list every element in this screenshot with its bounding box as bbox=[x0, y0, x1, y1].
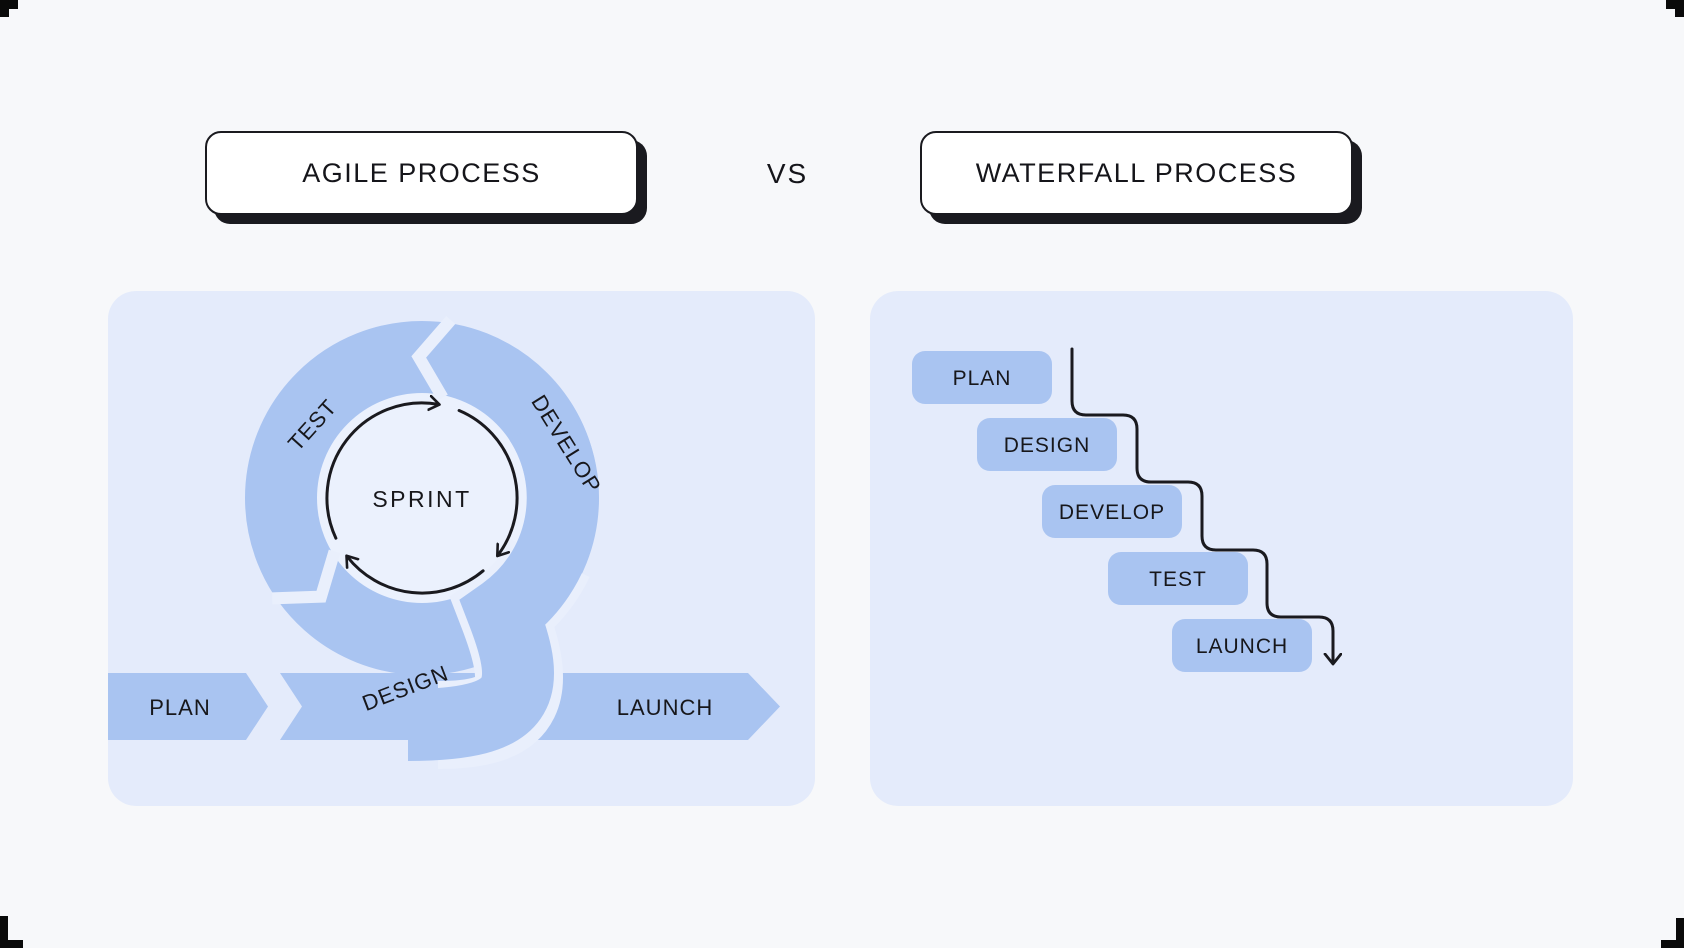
sprint-inner-circle bbox=[316, 392, 528, 604]
waterfall-process-title: WATERFALL PROCESS bbox=[975, 157, 1298, 188]
waterfall-flow-line bbox=[1070, 347, 1333, 663]
waterfall-diagram: PLAN DESIGN DEVELOP TEST LAUNCH bbox=[912, 347, 1573, 672]
agile-process-title: AGILE PROCESS bbox=[302, 157, 541, 188]
waterfall-launch-label: LAUNCH bbox=[1196, 635, 1288, 658]
vs-label: VS bbox=[766, 158, 809, 189]
waterfall-stage-test: TEST bbox=[1108, 552, 1248, 605]
ring-gap-lower-left bbox=[272, 549, 341, 605]
sprint-label: SPRINT bbox=[372, 486, 471, 512]
waterfall-stage-design: DESIGN bbox=[977, 418, 1117, 471]
waterfall-design-label: DESIGN bbox=[1004, 434, 1091, 457]
loop-crossing-arc bbox=[407, 401, 599, 761]
ring-gap-top bbox=[411, 316, 456, 401]
waterfall-stage-plan: PLAN bbox=[912, 351, 1052, 404]
agile-launch-label: LAUNCH bbox=[617, 695, 713, 720]
waterfall-diagram-panel: PLAN DESIGN DEVELOP TEST LAUNCH bbox=[870, 291, 1573, 806]
plan-arrow-band bbox=[108, 673, 268, 740]
waterfall-develop-label: DEVELOP bbox=[1059, 501, 1165, 524]
waterfall-stage-develop: DEVELOP bbox=[1042, 485, 1182, 538]
sprint-cycle-arrows bbox=[325, 403, 519, 595]
sprint-arc-right bbox=[457, 409, 519, 556]
waterfall-process-title-box: WATERFALL PROCESS bbox=[920, 131, 1353, 215]
agile-diagram: SPRINT TEST DEVELOP DESIGN PLAN LAUNCH bbox=[108, 316, 780, 769]
agile-process-title-box: AGILE PROCESS bbox=[205, 131, 638, 215]
agile-diagram-panel: SPRINT TEST DEVELOP DESIGN PLAN LAUNCH bbox=[108, 291, 815, 806]
waterfall-plan-label: PLAN bbox=[953, 367, 1012, 390]
agile-plan-label: PLAN bbox=[149, 695, 210, 720]
sprint-arc-top bbox=[325, 403, 439, 540]
waterfall-stage-launch: LAUNCH bbox=[1172, 619, 1312, 672]
sprint-arc-bottom bbox=[347, 557, 485, 595]
waterfall-test-label: TEST bbox=[1149, 568, 1207, 591]
